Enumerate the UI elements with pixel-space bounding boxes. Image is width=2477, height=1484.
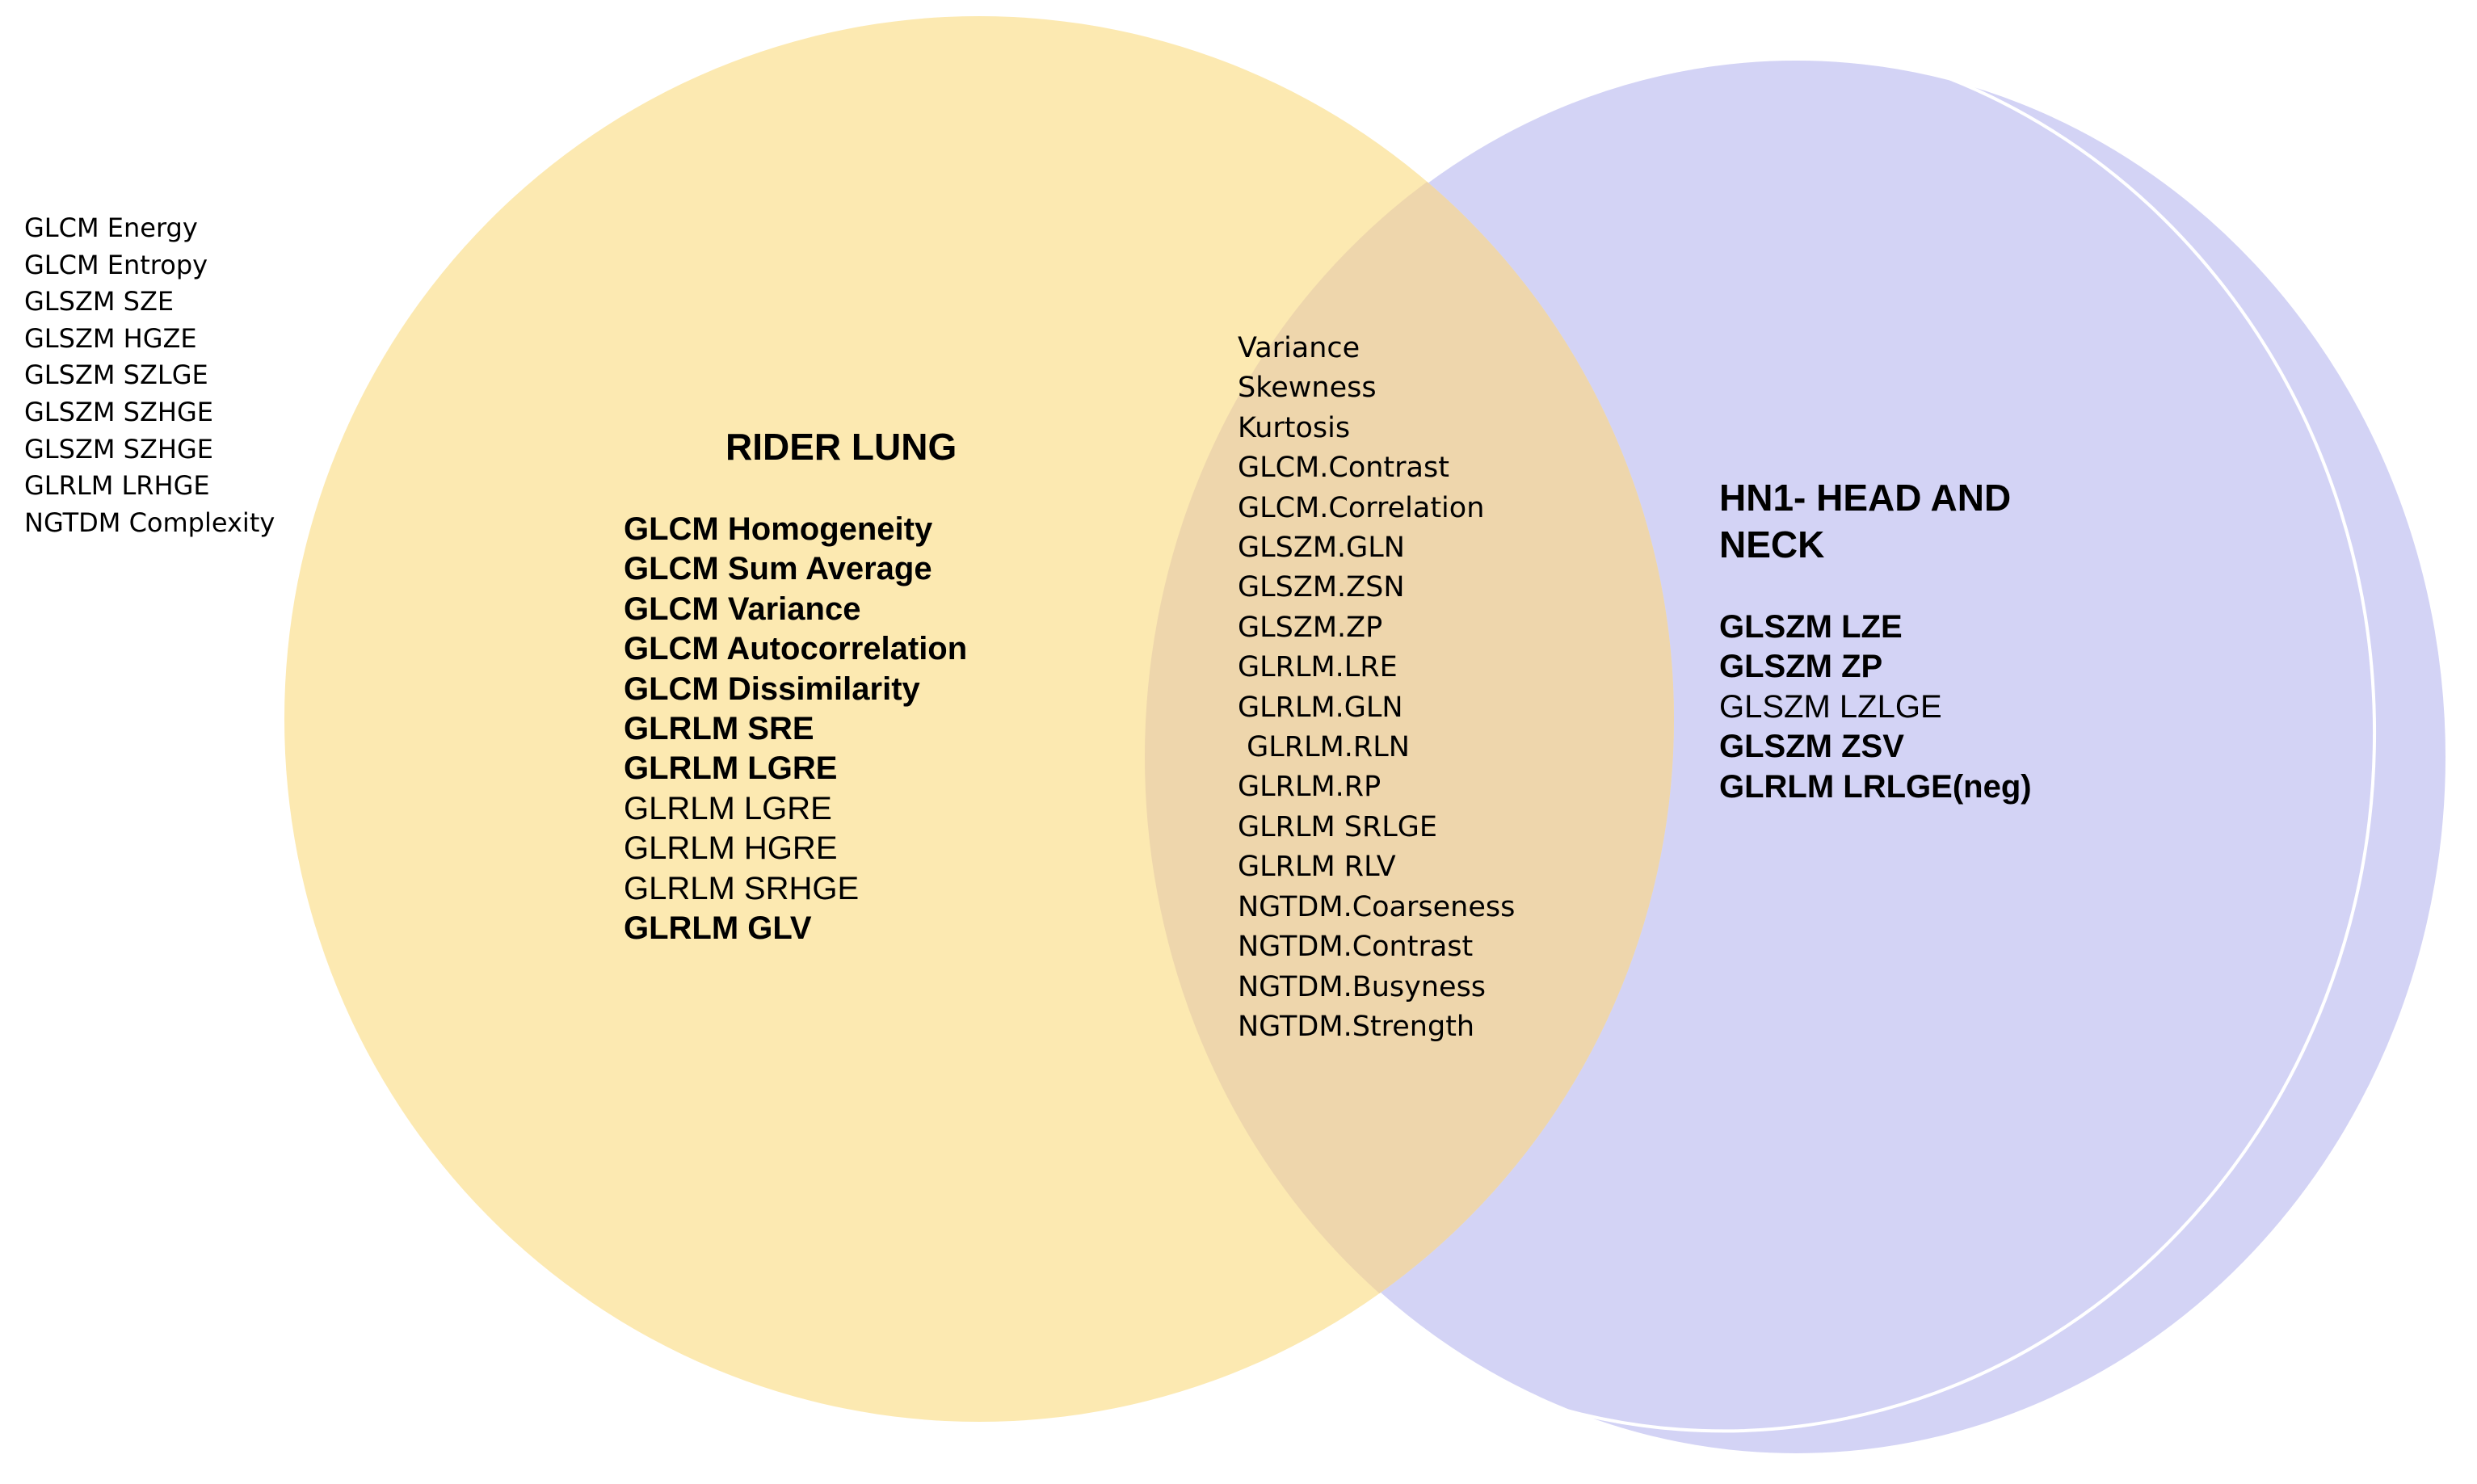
feature-item: GLRLM SRLGE xyxy=(1238,810,1438,843)
feature-item: GLRLM SRE xyxy=(624,711,814,747)
feature-item: GLRLM.RP xyxy=(1238,771,1381,804)
feature-item: GLSZM HGZE xyxy=(24,322,197,354)
feature-item: GLSZM.GLN xyxy=(1238,532,1405,565)
feature-item: GLRLM RLV xyxy=(1238,851,1396,884)
feature-item: GLSZM LZE xyxy=(1719,609,1903,645)
hn1-title-line-2: NECK xyxy=(1719,523,1825,565)
feature-item: Skewness xyxy=(1238,372,1377,405)
feature-item: GLCM Energy xyxy=(24,212,198,243)
right-circle-outline xyxy=(1356,33,2377,1433)
feature-item: GLRLM SRHGE xyxy=(624,870,860,906)
feature-item: GLCM.Correlation xyxy=(1238,491,1485,524)
hn1-title: HN1- HEAD AND NECK xyxy=(1719,474,2011,568)
feature-item: GLRLM.RLN xyxy=(1238,731,1410,764)
feature-item: NGTDM Complexity xyxy=(24,507,275,538)
feature-item: GLSZM SZE xyxy=(24,286,175,317)
feature-item: GLSZM SZLGE xyxy=(24,359,208,391)
feature-item: GLCM Homogeneity xyxy=(624,511,933,547)
feature-item: GLSZM.ZP xyxy=(1238,611,1383,644)
feature-item: GLRLM HGRE xyxy=(624,830,838,867)
feature-item: Kurtosis xyxy=(1238,411,1351,444)
feature-item: GLSZM.ZSN xyxy=(1238,571,1405,604)
feature-item: GLCM Entropy xyxy=(24,249,208,280)
feature-item: GLSZM SZHGE xyxy=(24,396,213,427)
feature-item: GLRLM LRLGE(neg) xyxy=(1719,768,2032,805)
overlap-region xyxy=(1145,59,1674,1422)
feature-item: GLSZM ZSV xyxy=(1719,729,1904,765)
feature-item: NGTDM.Busyness xyxy=(1238,970,1487,1003)
feature-item: GLCM Sum Average xyxy=(624,551,932,587)
feature-item: GLRLM.LRE xyxy=(1238,651,1398,684)
feature-item: GLCM Autocorrelation xyxy=(624,631,968,667)
feature-item: GLRLM LRHGE xyxy=(24,470,210,502)
feature-item: GLSZM LZLGE xyxy=(1719,688,1942,725)
feature-item: GLRLM LGRE xyxy=(624,790,832,826)
feature-item: GLRLM LGRE xyxy=(624,750,838,787)
feature-item: GLRLM.GLN xyxy=(1238,691,1403,724)
feature-item: GLSZM ZP xyxy=(1719,649,1883,685)
feature-item: GLCM Variance xyxy=(624,591,861,627)
feature-item: Variance xyxy=(1238,332,1360,364)
feature-item: NGTDM.Contrast xyxy=(1238,931,1474,964)
hn1-title-line-1: HN1- HEAD AND xyxy=(1719,477,2012,519)
feature-item: GLSZM SZHGE xyxy=(24,433,213,465)
feature-item: NGTDM.Coarseness xyxy=(1238,890,1516,923)
feature-item: GLCM.Contrast xyxy=(1238,452,1449,485)
feature-item: GLRLM GLV xyxy=(624,910,812,947)
feature-item: GLCM Dissimilarity xyxy=(624,671,920,707)
feature-item: NGTDM.Strength xyxy=(1238,1010,1475,1043)
rider-lung-title: RIDER LUNG xyxy=(725,426,957,468)
